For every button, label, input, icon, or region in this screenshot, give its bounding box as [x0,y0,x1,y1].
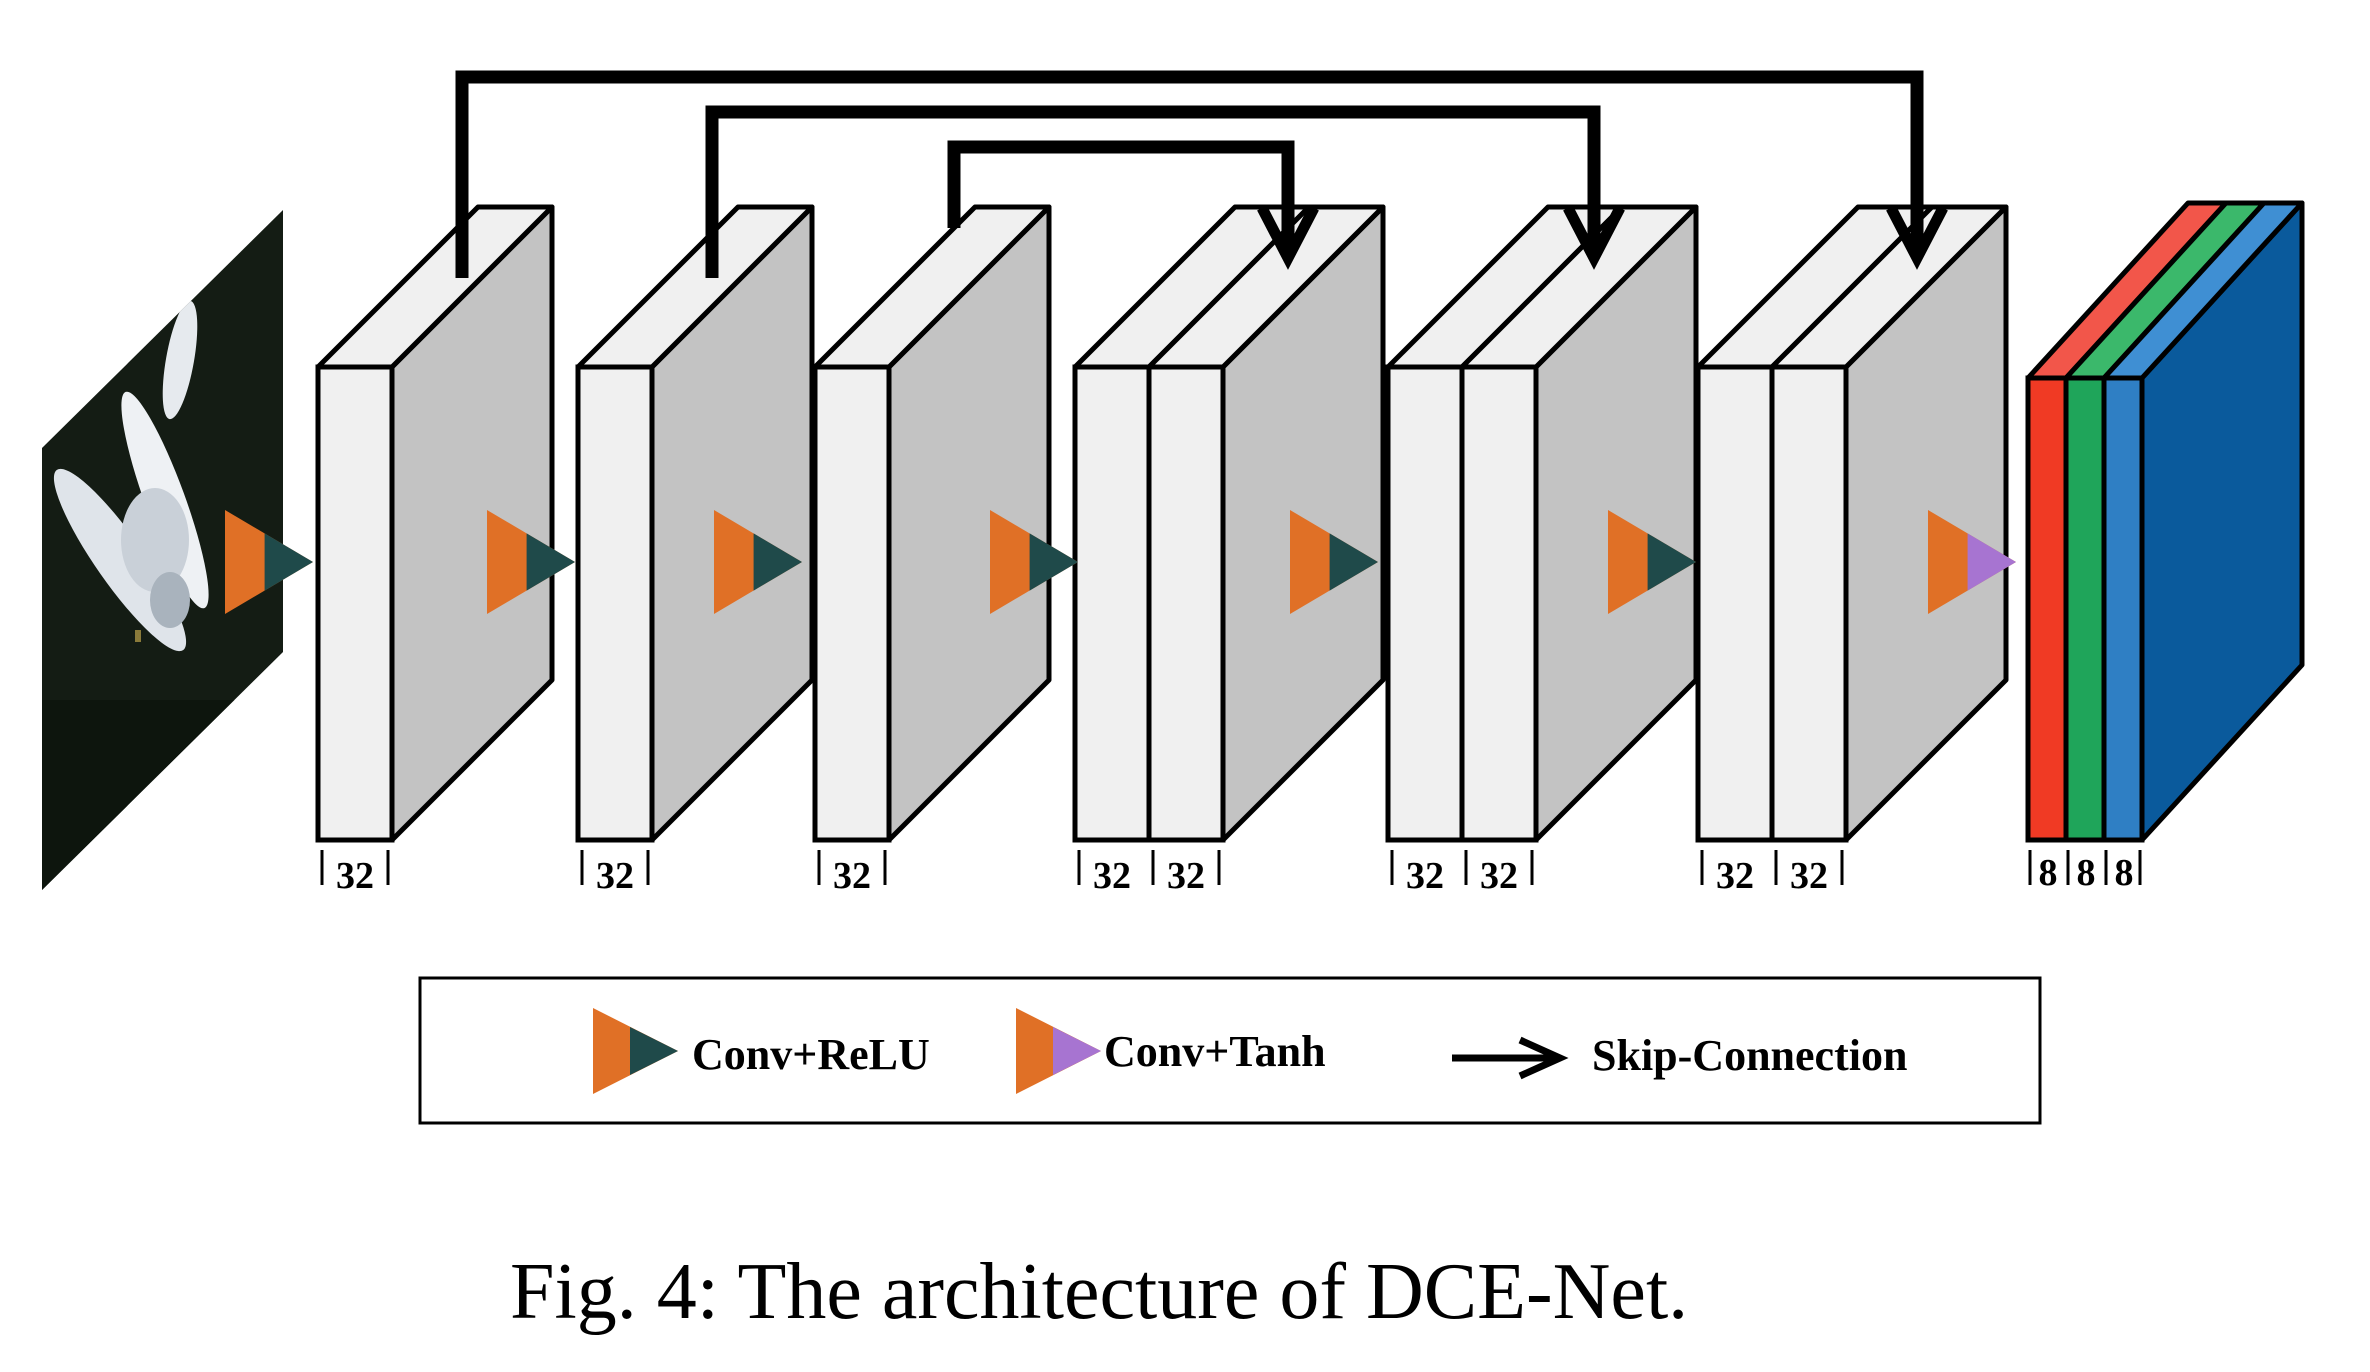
output-channel-label: 8 [2077,852,2096,894]
skip-arrow-icon [1452,1036,1569,1080]
conv-relu-op [487,510,575,614]
output-channel-slab [2063,375,2107,843]
legend-skip-label: Skip-Connection [1592,1031,1907,1080]
channel-label-group: 32 [1464,850,1534,897]
relu-triangle [753,533,802,591]
conv-layers [315,204,2009,843]
skip-line [455,70,1924,278]
channel-label: 32 [1790,855,1828,897]
conv-layer-1 [315,204,555,843]
channel-label: 32 [596,855,634,897]
operation-triangles [225,510,2016,614]
relu-triangle [526,533,575,591]
relu-triangle [1647,533,1696,591]
block-front-face [1072,364,1152,843]
block-front-face [315,364,395,843]
conv-layer-6 [1695,204,2009,843]
figure-caption: Fig. 4: The architecture of DCE-Net. [510,1248,1688,1336]
skip-line [705,105,1601,278]
conv-tanh-icon [1016,1008,1101,1094]
conv-layer-5 [1385,204,1699,843]
relu-part [630,1027,678,1075]
conv-relu-op [990,510,1078,614]
skip-arrowhead [1257,205,1319,270]
channel-label-group: 32 [1700,850,1754,897]
output-channel-slab [2025,375,2069,843]
output-label-group: 8 [2104,850,2142,894]
conv-relu-op [714,510,802,614]
channel-label: 32 [833,855,871,897]
skip-connection-1 [455,70,1948,278]
output-curve-maps [2025,200,2305,843]
output-channel-label: 8 [2115,852,2134,894]
channel-label: 32 [1480,855,1518,897]
conv-layer-4 [1072,204,1386,843]
conv-layer-2 [575,204,815,843]
block-front-face [1769,364,1849,843]
channel-label-group: 32 [1390,850,1444,897]
channel-label: 32 [1406,855,1444,897]
output-channel-label: 8 [2039,852,2058,894]
channel-label-group: 32 [1077,850,1131,897]
output-channel-slab [2101,375,2145,843]
skip-arrowhead [1563,205,1625,270]
output-label-group: 8 [2028,850,2058,894]
block-front-face [1459,364,1539,843]
relu-triangle [1029,533,1078,591]
channel-label-group: 32 [1151,850,1221,897]
skip-arrowhead [1886,205,1948,270]
block-front-face [575,364,655,843]
channel-label: 32 [1167,855,1205,897]
tanh-part [1053,1027,1101,1075]
skip-connection-3 [947,140,1319,270]
channel-label: 32 [1716,855,1754,897]
channel-label: 32 [336,855,374,897]
conv-layer-3 [812,204,1052,843]
block-front-face [1146,364,1226,843]
skip-connection-2 [705,105,1625,278]
channel-label-group: 32 [580,850,650,897]
skip-line [947,140,1295,248]
skip-connections [455,70,1948,278]
block-front-face [1385,364,1465,843]
channel-label-group: 32 [817,850,887,897]
conv-relu-op [1290,510,1378,614]
output-label-group: 8 [2066,850,2096,894]
channel-label-group: 32 [1774,850,1844,897]
relu-triangle [264,533,313,591]
conv-relu-icon [593,1008,678,1094]
conv-relu-op [225,510,313,614]
legend-box [418,976,2042,1125]
tanh-triangle [1967,533,2016,591]
relu-triangle [1329,533,1378,591]
channel-label: 32 [1093,855,1131,897]
conv-relu-op [1608,510,1696,614]
block-front-face [1695,364,1775,843]
legend-conv-relu-label: Conv+ReLU [692,1030,930,1079]
conv-tanh-op [1928,510,2016,614]
legend: Conv+ReLU Conv+Tanh Skip-Connection [418,976,2042,1125]
legend-conv-tanh-label: Conv+Tanh [1104,1027,1326,1076]
channel-label-group: 32 [320,850,390,897]
block-front-face [812,364,892,843]
